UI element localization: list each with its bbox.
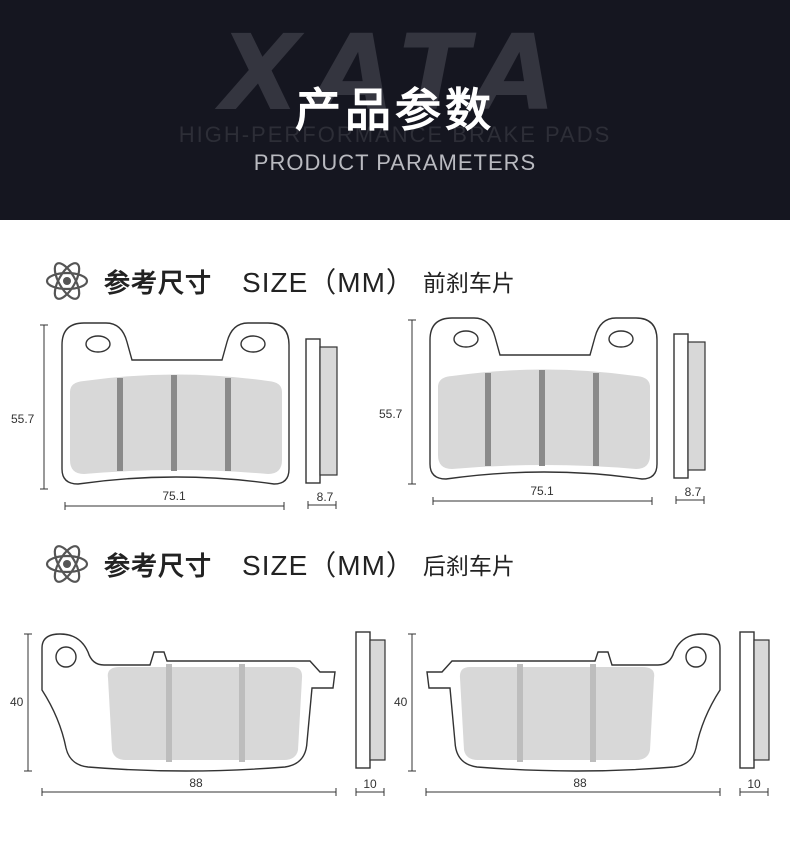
thickness-dimension: 10 [363, 777, 377, 791]
section-header-front: 参考尺寸 SIZE（MM） 前刹车片 [44, 258, 515, 304]
front-pad-drawing-right [408, 317, 706, 505]
page-title: 产品参数 [295, 83, 495, 137]
atom-icon [45, 262, 89, 300]
width-dimension: 88 [189, 776, 203, 790]
pad-type-label: 后刹车片 [422, 554, 515, 580]
height-dimension: 55.7 [11, 412, 35, 426]
brand-watermark-subtitle: HIGH-PERFORMANCE BRAKE PADS [178, 122, 612, 147]
rear-pad-drawing-left [24, 631, 386, 796]
size-unit-label: SIZE（MM） [242, 267, 415, 298]
pad-type-label: 前刹车片 [422, 271, 515, 297]
height-dimension: 55.7 [379, 407, 403, 421]
atom-icon [45, 545, 89, 583]
height-dimension: 40 [394, 695, 408, 709]
front-pad-drawing-left [40, 322, 338, 510]
thickness-dimension: 8.7 [317, 490, 334, 504]
height-dimension: 40 [10, 695, 24, 709]
brand-watermark: XATA [219, 12, 571, 134]
reference-size-label: 参考尺寸 [104, 268, 213, 299]
page-subtitle: PRODUCT PARAMETERS [253, 150, 537, 175]
rear-dimension-lines-right [408, 633, 721, 796]
rear-pad-drawing-right [426, 633, 721, 772]
reference-size-label: 参考尺寸 [104, 551, 213, 582]
width-dimension: 88 [573, 776, 587, 790]
header-banner: XATA HIGH-PERFORMANCE BRAKE PADS 产品参数 PR… [0, 0, 790, 220]
width-dimension: 75.1 [162, 489, 186, 503]
width-dimension: 75.1 [530, 484, 554, 498]
rear-pad-side-right [739, 631, 770, 796]
thickness-dimension: 10 [747, 777, 761, 791]
thickness-dimension: 8.7 [685, 485, 702, 499]
size-unit-label: SIZE（MM） [242, 550, 415, 581]
section-header-rear: 参考尺寸 SIZE（MM） 后刹车片 [44, 541, 515, 587]
